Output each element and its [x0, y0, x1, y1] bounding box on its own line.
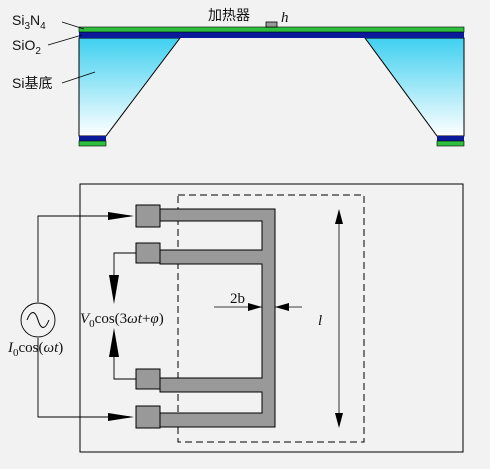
bottom-si3n4-left — [78, 140, 107, 147]
pad-2 — [135, 242, 161, 264]
voltage-arrow-bottom — [109, 328, 119, 357]
heater-strip — [159, 208, 276, 428]
si3n4-leader — [61, 21, 85, 30]
current-source-circuit: I0cos(ωt) — [7, 212, 134, 421]
thickness-label: h — [281, 10, 289, 26]
source-wire-bottom — [37, 338, 127, 418]
width-arrow-right — [275, 303, 289, 311]
heater-label: 加热器 — [208, 7, 250, 23]
width-label: 2b — [230, 291, 245, 307]
membrane-window — [177, 194, 365, 443]
top-view: I0cos(ωt) V0cos(3ωt+φ) 2b — [7, 183, 464, 453]
heater-element — [265, 21, 278, 28]
sio2-label: SiO2 — [12, 37, 41, 57]
voltage-wire-top — [113, 252, 136, 281]
current-arrow-bottom — [108, 413, 134, 421]
voltage-label: V0cos(3ωt+φ) — [80, 311, 164, 330]
current-source-label: I0cos(ωt) — [7, 340, 63, 359]
width-dimension: 2b — [214, 291, 302, 311]
voltage-arrow-top — [109, 275, 119, 304]
pad-1 — [135, 204, 161, 228]
ac-wave-icon — [26, 312, 50, 328]
cross-section: Si3N4 SiO2 Si基底 加热器 h — [12, 7, 465, 147]
substrate-left — [78, 37, 182, 137]
chip-frame — [79, 183, 464, 453]
length-arrow-bottom — [335, 413, 343, 428]
substrate-label: Si基底 — [12, 75, 52, 91]
current-arrow-top — [108, 212, 134, 220]
pad-3 — [135, 368, 161, 390]
substrate-leader — [61, 71, 96, 84]
si3n4-layer — [78, 26, 465, 33]
pad-4 — [135, 405, 161, 429]
si3n4-label: Si3N4 — [12, 12, 46, 32]
source-wire-top — [37, 215, 127, 302]
length-dimension: l — [318, 209, 343, 428]
length-arrow-top — [335, 209, 343, 224]
voltage-measurement: V0cos(3ωt+φ) — [80, 252, 164, 380]
voltage-wire-bottom — [113, 352, 136, 380]
substrate-right — [364, 37, 465, 137]
sio2-leader — [47, 34, 83, 46]
bottom-sio2-right — [437, 136, 464, 141]
bottom-si3n4-right — [436, 140, 465, 147]
length-label: l — [318, 313, 322, 329]
sio2-layer — [79, 32, 464, 38]
bottom-sio2-left — [79, 136, 106, 141]
width-arrow-left — [248, 303, 262, 311]
